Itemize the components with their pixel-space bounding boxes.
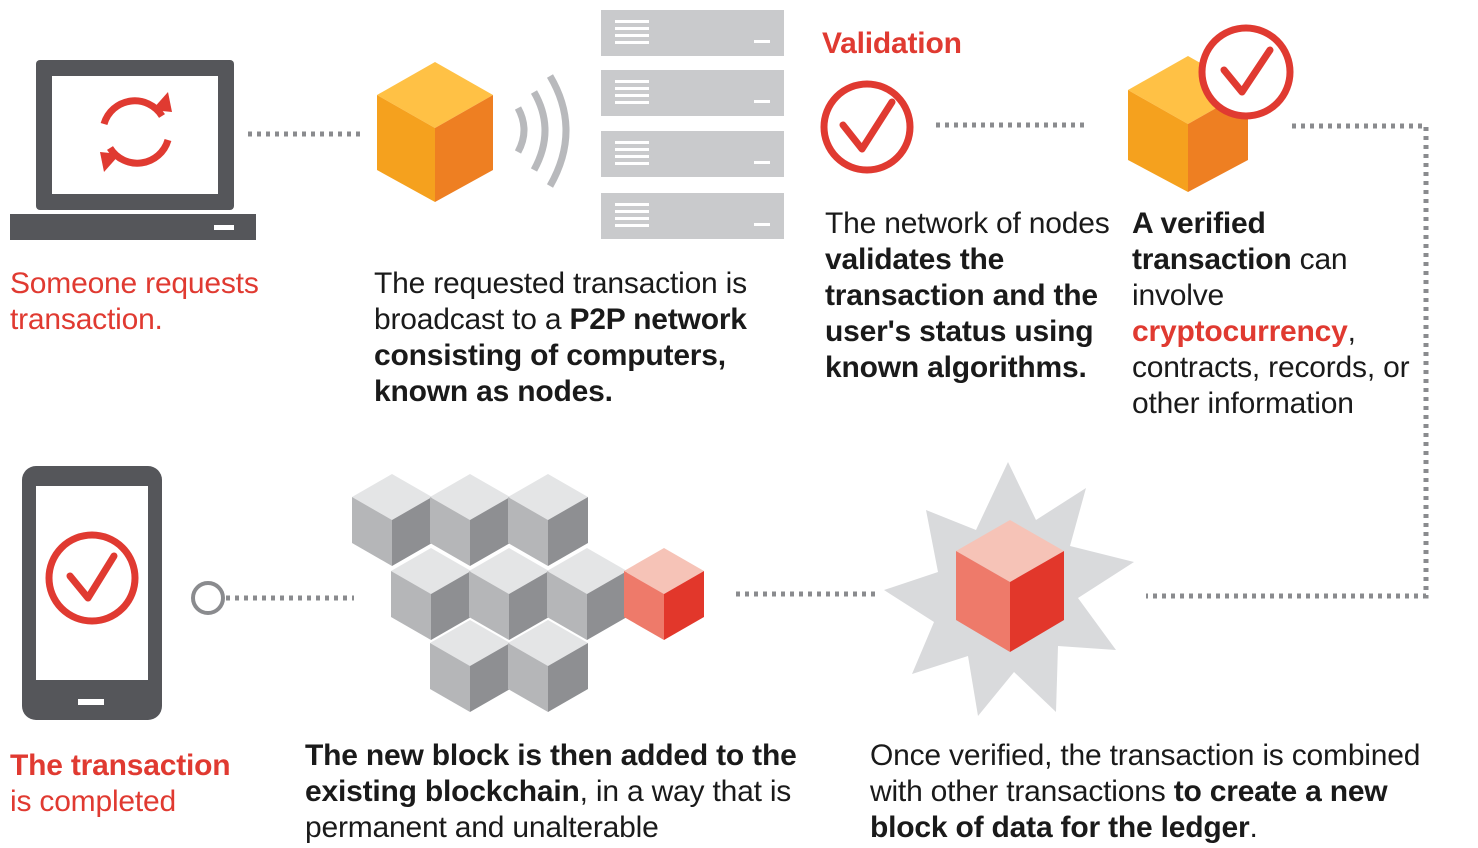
chain-cube-face (508, 643, 548, 712)
step2-caption: The requested transaction is broadcast t… (374, 267, 747, 408)
chain-cube-face (509, 571, 549, 640)
new-block-burst-icon (884, 462, 1134, 716)
chain-cube-face (391, 571, 431, 640)
chain-cube-face (392, 497, 432, 566)
laptop-icon (10, 60, 256, 240)
validation-check-icon (820, 80, 914, 174)
chain-cube-face (470, 497, 510, 566)
step6-caption: The new block is then added to the exist… (305, 739, 797, 844)
node-servers-icon (601, 10, 784, 239)
validation-heading: Validation (822, 27, 962, 60)
chain-cube-face (547, 571, 587, 640)
step1-caption: Someone requests transaction. (10, 267, 259, 336)
phone-icon (22, 466, 162, 720)
chain-cube-face (508, 497, 548, 566)
step5-caption: Once verified, the transaction is combin… (870, 739, 1421, 844)
chain-cube-face (470, 643, 510, 712)
added-block-icon (624, 548, 704, 640)
chain-cube-face (587, 571, 627, 640)
chain-cube-face (430, 643, 470, 712)
verified-cube-icon (1128, 24, 1294, 192)
connector-chain-to-phone (191, 581, 354, 615)
blockchain-icon (352, 474, 627, 712)
transaction-cube-icon (377, 62, 493, 202)
chain-cube-face (548, 643, 588, 712)
chain-cube-face (430, 497, 470, 566)
chain-cube-face (431, 571, 471, 640)
step7-caption: The transaction is completed (10, 749, 231, 818)
step3-caption: The network of nodes validates the trans… (825, 207, 1110, 384)
connector-verified-to-new-block (1146, 123, 1429, 599)
step4-caption: A verified transaction can involve crypt… (1132, 207, 1410, 420)
chain-cube-face (469, 571, 509, 640)
chain-cube-face (352, 497, 392, 566)
broadcast-waves-icon (514, 74, 570, 188)
chain-cube-face (548, 497, 588, 566)
